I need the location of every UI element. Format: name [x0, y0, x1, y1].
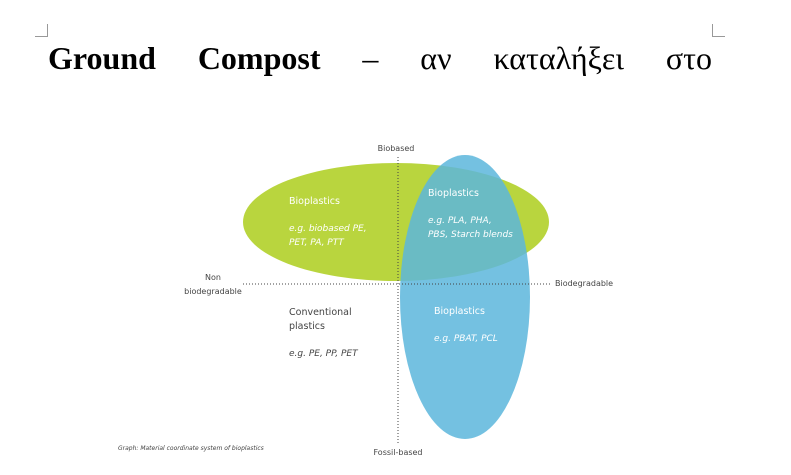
quadrant-title: Bioplastics	[434, 306, 485, 317]
heading-word: Compost	[197, 40, 321, 76]
heading-word: αν	[420, 40, 452, 76]
quadrant-example: PET, PA, PTT	[289, 238, 345, 248]
axis-label-biobased: Biobased	[378, 144, 415, 153]
heading-word: Ground	[48, 40, 156, 76]
margin-corner-top-left	[35, 24, 48, 37]
quadrant-title: Bioplastics	[428, 188, 479, 199]
quadrant-example: PBS, Starch blends	[428, 230, 513, 240]
quadrant-example: e.g. PBAT, PCL	[434, 334, 498, 344]
axis-label-non-biodegradable: biodegradable	[184, 287, 242, 296]
heading-word: καταλήξει	[493, 40, 624, 76]
quadrant-title: Conventional	[289, 307, 352, 318]
quadrant-example: e.g. PLA, PHA,	[428, 216, 492, 226]
heading: Ground Compost – αν καταλήξει στο	[48, 38, 712, 78]
heading-word: –	[362, 40, 379, 76]
quadrant-title: Bioplastics	[289, 196, 340, 207]
axis-label-biodegradable: Biodegradable	[555, 279, 613, 288]
quadrant-example: e.g. PE, PP, PET	[289, 349, 359, 359]
quadrant-example: e.g. biobased PE,	[289, 224, 367, 234]
diagram-caption: Graph: Material coordinate system of bio…	[118, 445, 264, 452]
biodegradable-ellipse	[400, 155, 530, 439]
margin-corner-top-right	[712, 24, 725, 37]
axis-label-non: Non	[205, 273, 221, 282]
axis-label-fossil-based: Fossil-based	[373, 448, 422, 457]
quadrant-title: plastics	[289, 321, 325, 332]
heading-word: στο	[665, 40, 712, 76]
